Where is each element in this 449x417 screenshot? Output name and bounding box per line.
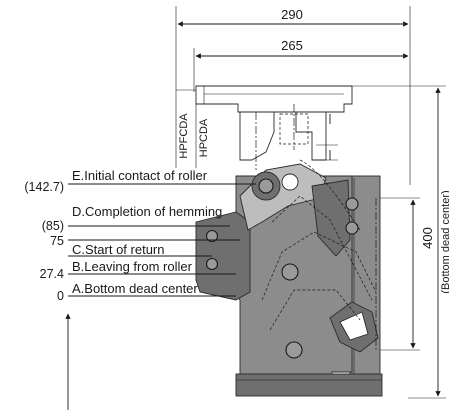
value-a: 0 [57,289,64,303]
value-e: (142.7) [24,180,64,194]
dim-label-265: 265 [281,38,303,53]
cylinder-clevis [238,104,338,170]
dim-label-290: 290 [281,7,303,22]
inner-link [311,179,351,257]
roller-inner [258,178,274,194]
label-d: D.Completion of hemming [72,204,222,219]
hole-bottom [285,341,303,359]
hole-center [281,263,299,281]
hidden-arc [299,159,361,231]
left-arm-hole-bottom [205,257,219,271]
hole-upper-right [345,197,359,211]
hole-mid-right [345,221,359,235]
bottom-base [235,373,383,397]
dim-label-400: 400 [420,227,435,249]
model-labels: HPFCDA HPCDA [175,89,210,168]
lower-cam-highlight [339,311,369,341]
stroke-position-leaders [65,183,256,410]
dimension-bottom-dead-center: (Bottom dead center) [352,85,449,399]
label-b: B.Leaving from roller [72,259,193,274]
label-e: E.Initial contact of roller [72,168,208,183]
hidden-link-3 [269,289,361,331]
bottom-dead-center-vertical-label: (Bottom dead center) [440,190,449,293]
roller-pin [281,173,299,191]
label-c: C.Start of return [72,242,164,257]
dimension-290: 290 [175,6,411,185]
dimension-400: 400 [378,197,435,351]
main-body [195,159,383,397]
hidden-link-2 [261,231,377,301]
hpcda-label: HPCDA [198,118,210,157]
value-d: (85) [42,219,64,233]
left-arm-hole-top [205,229,219,243]
value-b: 27.4 [40,267,64,281]
hpfcda-label: HPFCDA [178,113,190,159]
value-c: 75 [50,234,64,248]
top-plate-shape [195,85,353,113]
top-mount-plate [195,85,353,113]
dimension-265: 265 [193,38,409,92]
clevis-right [274,111,327,161]
hidden-link-1 [271,195,373,301]
stroke-position-labels: E.Initial contact of roller (142.7) D.Co… [24,168,222,303]
label-a: A.Bottom dead center [72,281,198,296]
